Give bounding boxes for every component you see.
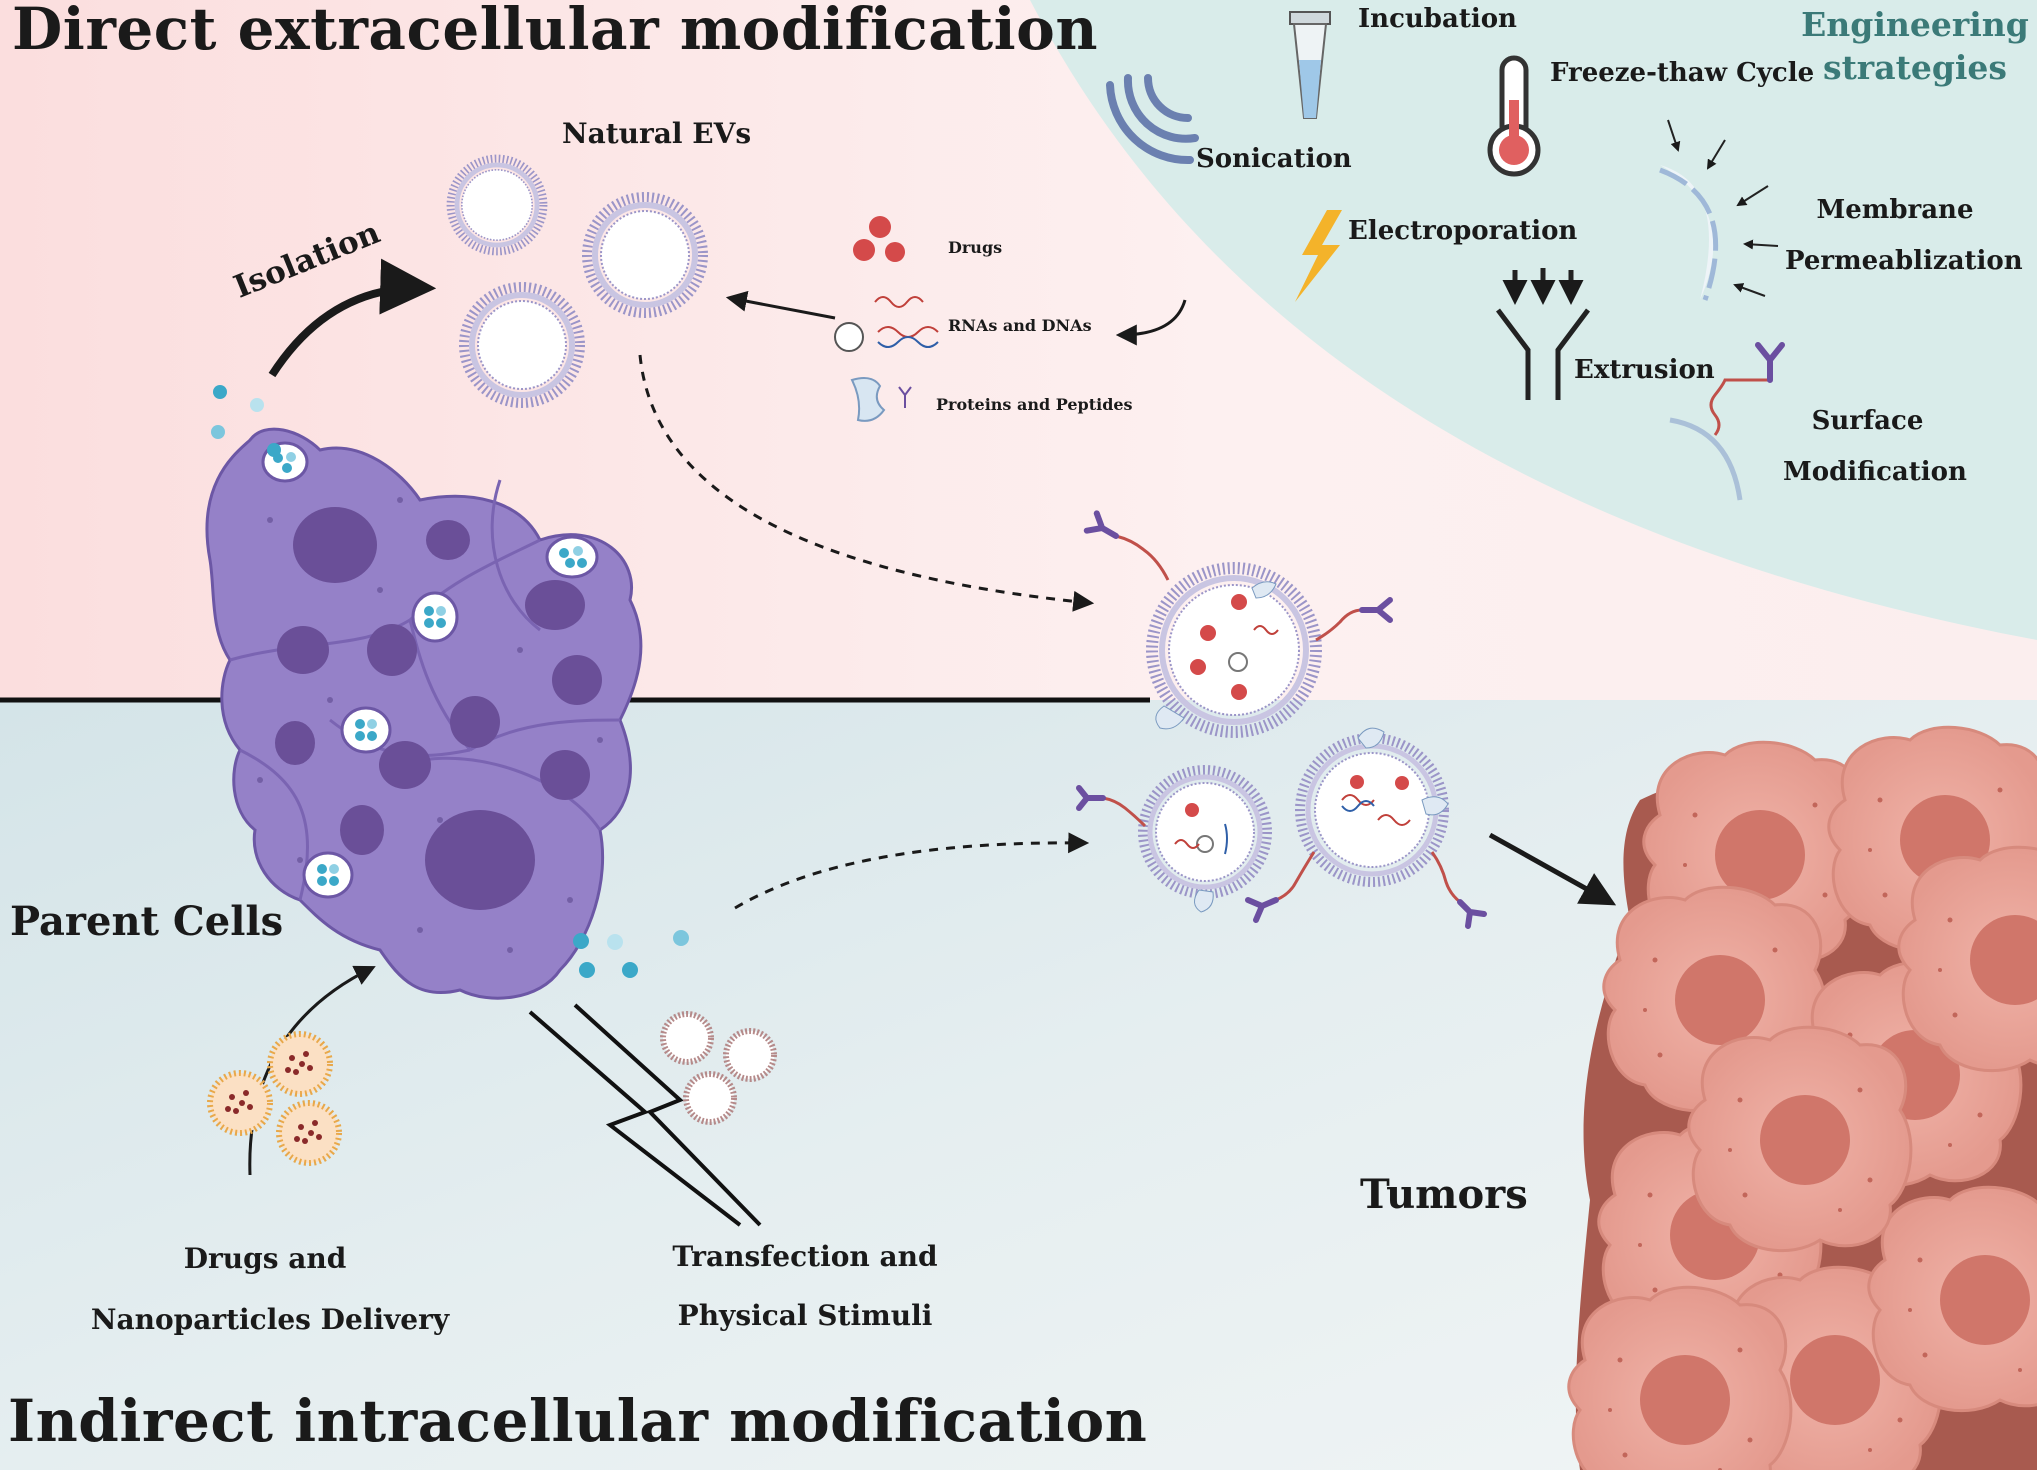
engineering-strategies-title: Engineering strategies	[1800, 4, 2030, 90]
cargo-to-ev-arrow	[725, 290, 836, 320]
surface-label-line2: Modification	[1783, 457, 1967, 487]
extrusion-icon	[1496, 268, 1590, 400]
engineered-ev-top	[1083, 510, 1393, 738]
drugs-icon	[853, 216, 905, 262]
tube-icon	[1289, 11, 1331, 119]
surface-modification-icon	[1669, 342, 1785, 501]
tumors-label: Tumors	[1360, 1171, 1528, 1218]
surface-label-line1: Surface	[1811, 406, 1924, 436]
physical-stimuli-lightning	[528, 1003, 762, 1227]
natural-evs-label: Natural EVs	[562, 117, 752, 150]
isolation-arrow	[268, 258, 437, 378]
protein-icon	[850, 377, 912, 422]
engineering-panel	[1030, 0, 2037, 640]
secreted-ev-dashed-arrow	[734, 832, 1090, 910]
tumor-cells	[1567, 725, 2037, 1470]
rna-dna-icon	[834, 296, 939, 352]
engineering-title-line2: strategies	[1822, 47, 2007, 87]
engineered-ev-left	[1076, 765, 1272, 913]
to-tumor-arrow	[1488, 832, 1617, 906]
engineering-title-line1: Engineering	[1801, 5, 2029, 44]
extrusion-label: Extrusion	[1574, 355, 1715, 385]
membrane-label-line2: Permeablization	[1785, 246, 2023, 276]
membrane-permeablization-icon	[1659, 119, 1779, 301]
parent-cells-label: Parent Cells	[10, 898, 284, 945]
membrane-label-line1: Membrane	[1816, 195, 1974, 225]
engineered-ev-dashed-arrow	[638, 354, 1095, 612]
transfection-label-line2: Physical Stimuli	[677, 1299, 933, 1332]
lightning-icon	[1295, 210, 1342, 302]
engineered-ev-right	[1245, 727, 1487, 929]
drugs-delivery-label-line2: Nanoparticles Delivery	[90, 1303, 450, 1336]
strategy-arrow	[1115, 299, 1187, 346]
transfection-label-line1: Transfection and	[672, 1240, 938, 1273]
heading-direct-extracellular: Direct extracellular modification	[12, 0, 1099, 63]
freeze-thaw-label: Freeze-thaw Cycle	[1550, 58, 1815, 88]
incubation-label: Incubation	[1358, 4, 1517, 34]
sonication-label: Sonication	[1196, 144, 1352, 174]
parent-cells	[205, 385, 689, 1000]
proteins-cargo-label: Proteins and Peptides	[936, 395, 1133, 414]
sonication-icon	[1106, 74, 1199, 165]
released-vesicles	[211, 385, 689, 978]
drugs-delivery-label-line1: Drugs and	[183, 1242, 347, 1275]
heading-indirect-intracellular: Indirect intracellular modification	[8, 1387, 1148, 1455]
thermometer-icon	[1487, 55, 1541, 177]
mvb-vesicles	[261, 441, 599, 899]
rna-dna-cargo-label: RNAs and DNAs	[948, 316, 1092, 335]
electroporation-label: Electroporation	[1348, 216, 1578, 246]
drugs-cargo-label: Drugs	[948, 238, 1003, 257]
